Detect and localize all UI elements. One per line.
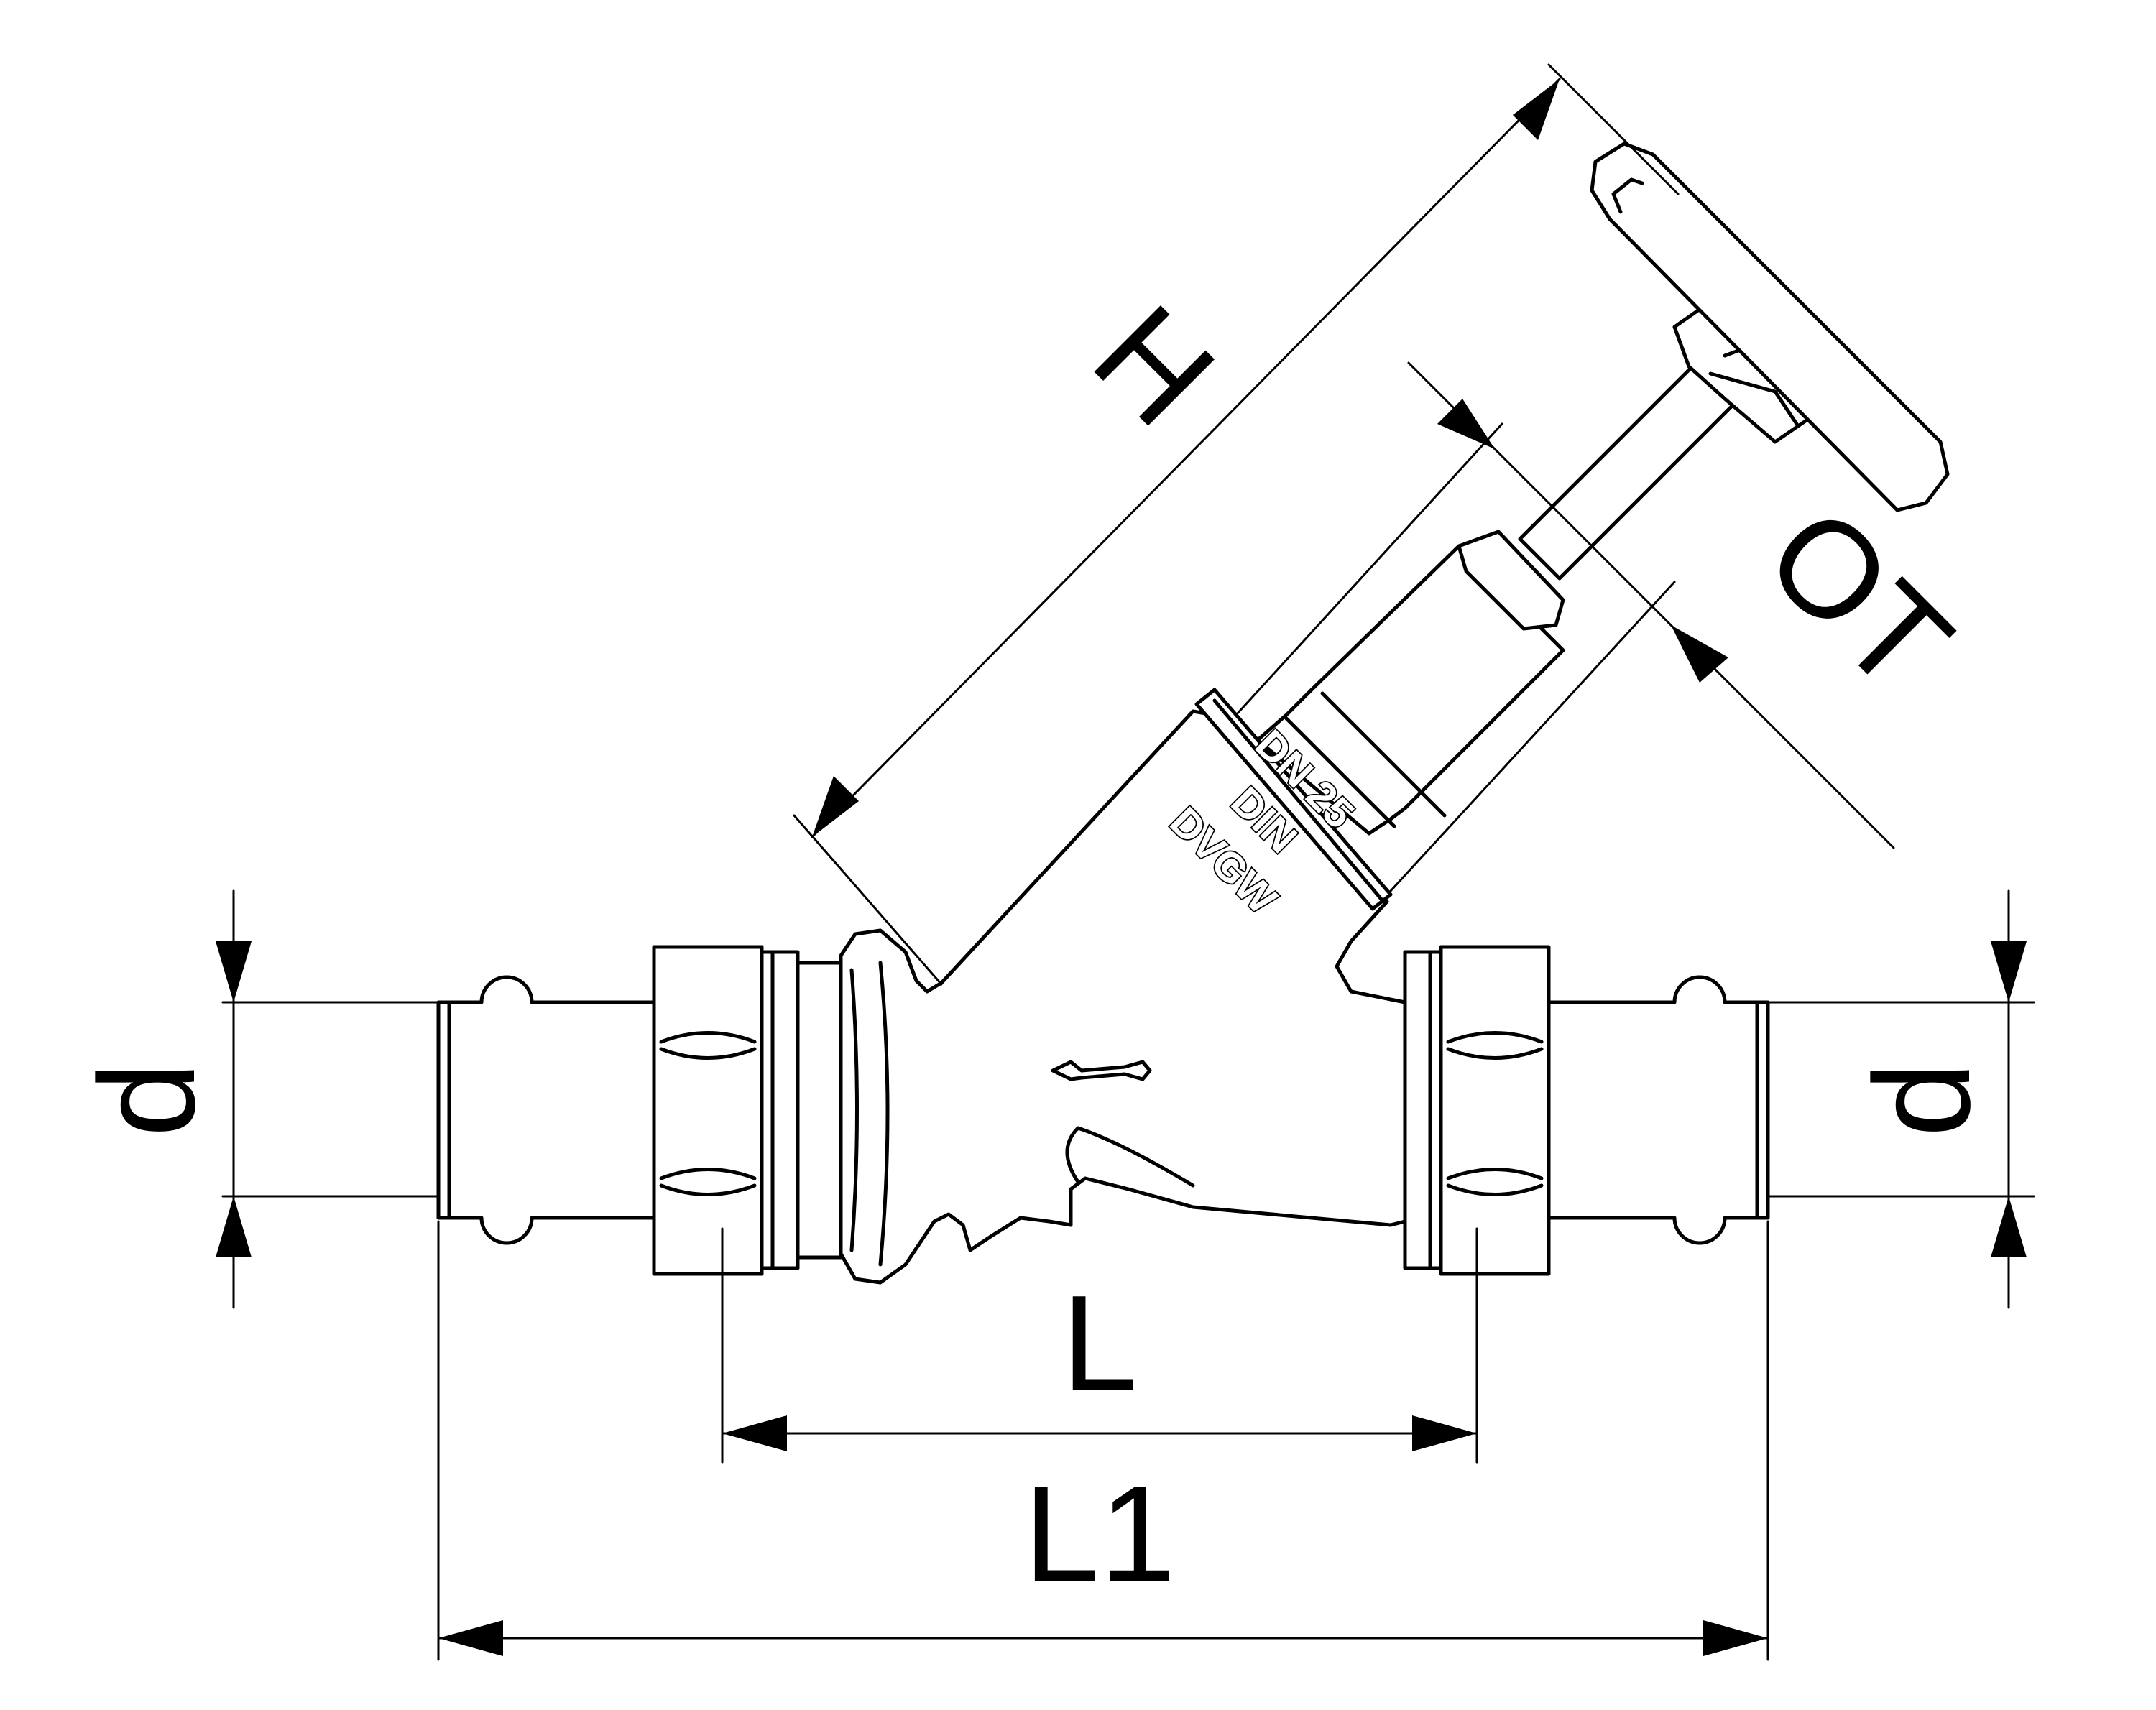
label-d-right: d <box>1846 1061 1999 1137</box>
left-press-fitting <box>436 975 656 1245</box>
label-d-left: d <box>71 1061 224 1137</box>
label-l: L <box>1061 1267 1138 1420</box>
gland <box>1457 530 1565 631</box>
right-press-fitting <box>1547 975 1770 1245</box>
arrow-head <box>1437 399 1495 449</box>
arrow-head <box>1412 1415 1477 1451</box>
arrow-head <box>216 941 252 1002</box>
arrow-head <box>1991 1196 2027 1257</box>
arrow-head <box>1703 1620 1768 1656</box>
arrow-head <box>1513 79 1560 140</box>
spindle <box>1518 353 1745 581</box>
arrow-head <box>722 1415 787 1451</box>
arrow-head <box>1671 625 1728 683</box>
dimension-l: L <box>721 1227 1478 1464</box>
arrow-head <box>216 1196 252 1257</box>
arrow-head <box>812 776 859 837</box>
handwheel <box>1590 142 1950 512</box>
dimension-d-left: d <box>71 889 440 1309</box>
arrow-head <box>438 1620 503 1656</box>
label-ot: OT <box>1738 479 1979 720</box>
dimension-d-right: d <box>1766 889 2035 1309</box>
bonnet-flange <box>1194 688 1393 911</box>
bonnet <box>1256 544 1565 836</box>
label-l1: L1 <box>1023 1458 1175 1610</box>
valve-body <box>839 709 1407 1285</box>
arrow-head <box>1991 941 2027 1002</box>
right-union-nut <box>1403 945 1551 1276</box>
left-union-nut <box>652 945 843 1276</box>
dimension-l1: L1 <box>437 1220 1769 1661</box>
